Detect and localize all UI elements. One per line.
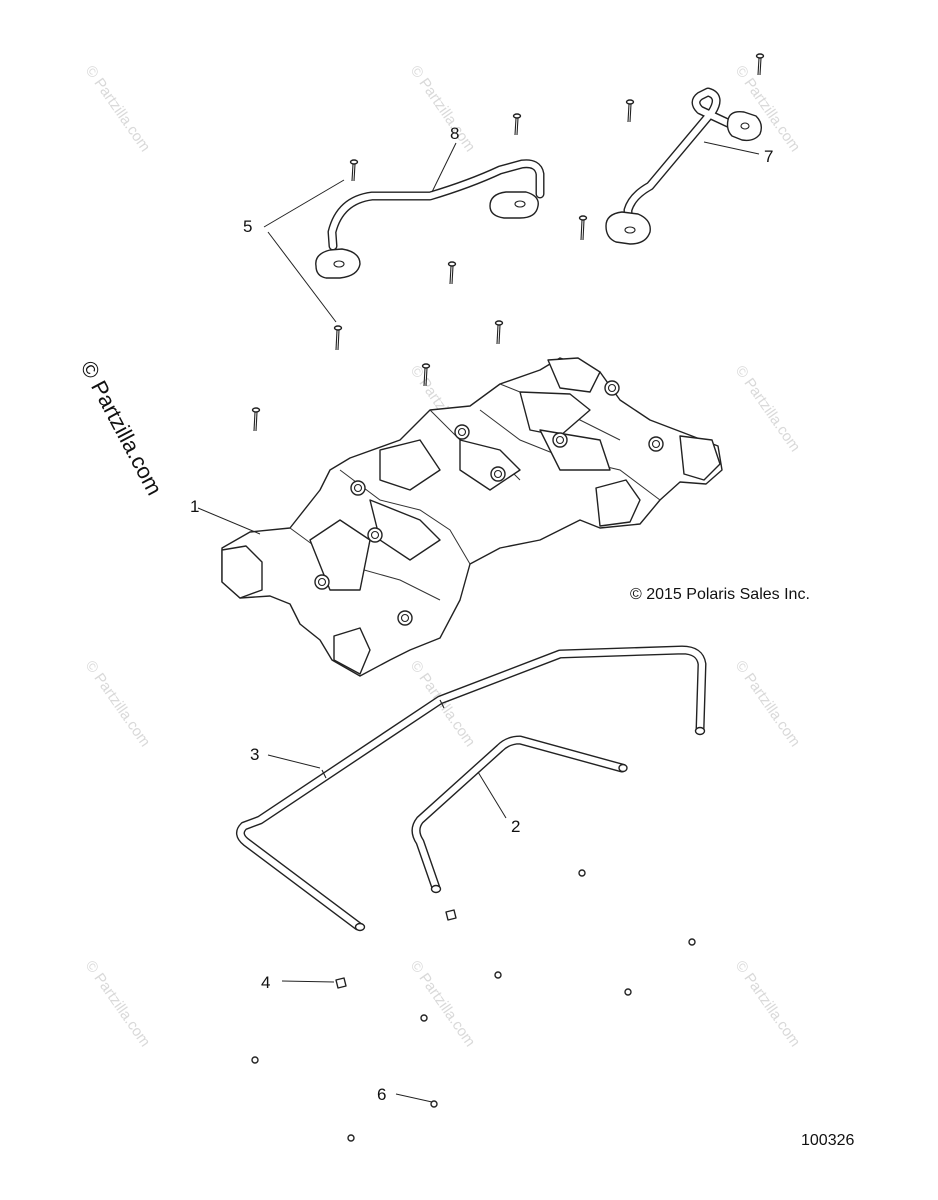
nut [347,1134,355,1142]
leader-lines [197,141,760,1103]
screw [755,53,765,76]
screws [251,53,765,432]
screw [251,407,261,432]
callout-8: 8 [450,124,459,143]
nut [494,971,502,979]
callout-labels: 1 2 3 4 5 6 7 8 [190,124,773,1104]
copyright-notice: © 2015 Polaris Sales Inc. [630,586,810,603]
nut [420,1014,428,1022]
callout-5: 5 [243,217,252,236]
figure-number: 100326 [801,1132,854,1149]
watermark: © Partzilla.com [732,658,804,751]
screw [333,325,343,351]
watermark: © Partzilla.com [82,658,154,751]
cargo-rack [221,357,723,677]
clip [445,909,457,921]
grab-handle-left [315,159,545,279]
clip [335,977,347,989]
screw [625,99,635,123]
grab-handle-right [605,87,763,245]
screw [421,363,431,387]
screw [447,261,457,285]
nut [430,1100,438,1108]
screw [512,113,522,136]
watermark: © Partzilla.com [732,958,804,1051]
side-watermark: © Partzilla.com [76,357,168,500]
watermark: © Partzilla.com [82,63,154,156]
callout-4: 4 [261,973,270,992]
tube-bar-small [411,735,628,894]
nut [688,938,696,946]
callout-3: 3 [250,745,259,764]
nut [251,1056,259,1064]
callout-6: 6 [377,1085,386,1104]
tube-bar-large [236,645,707,932]
screw [578,215,588,241]
nut [578,869,586,877]
clips-and-nuts [251,869,696,1142]
callout-7: 7 [764,147,773,166]
screw [494,320,504,345]
nut [624,988,632,996]
watermark: © Partzilla.com [732,363,804,456]
callout-1: 1 [190,497,199,516]
watermark: © Partzilla.com [82,958,154,1051]
watermark: © Partzilla.com [407,63,479,156]
watermark: © Partzilla.com [407,958,479,1051]
watermark: © Partzilla.com [732,63,804,156]
screw [349,159,359,182]
watermark: © Partzilla.com [407,658,479,751]
callout-2: 2 [511,817,520,836]
